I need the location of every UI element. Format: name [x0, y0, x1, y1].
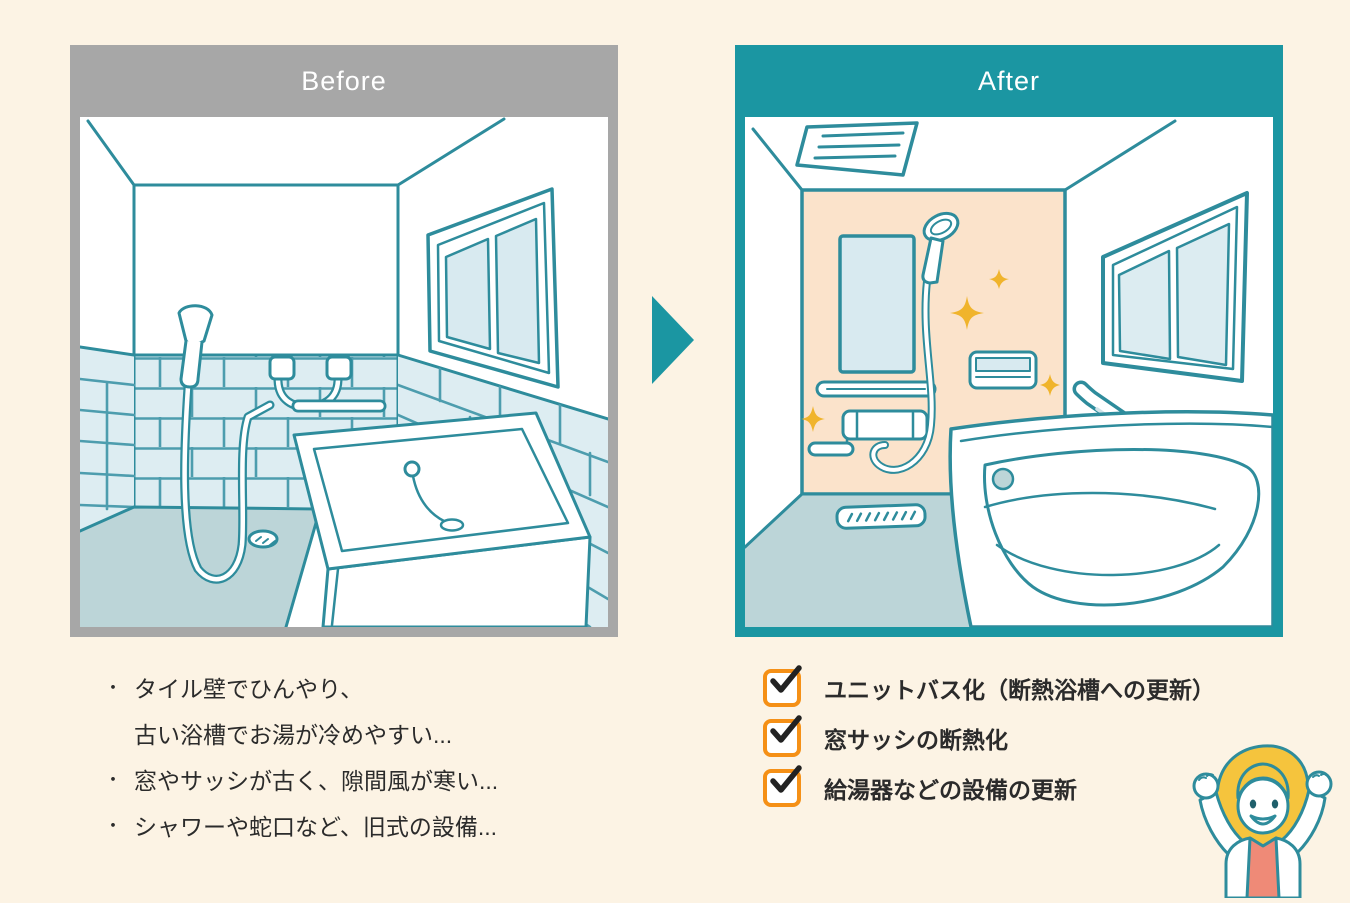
bullet-icon: ・ [104, 770, 122, 790]
new-bathtub [948, 410, 1273, 627]
old-faucet-icon [268, 355, 387, 413]
list-item: 給湯器などの設備の更新 [763, 765, 1215, 808]
inner-shirt [1245, 836, 1281, 900]
ceiling-vent-icon [795, 121, 919, 177]
issue-text: 古い浴槽でお湯が冷めやすい... [134, 722, 453, 748]
before-panel: Before [70, 45, 618, 637]
shelf [815, 380, 937, 398]
after-label: After [977, 65, 1041, 96]
before-panel-header: Before [70, 45, 618, 117]
upgrade-text: 給湯器などの設備の更新 [824, 777, 1077, 803]
issue-text: 窓やサッシが古く、隙間風が寒い... [134, 768, 499, 794]
upgrade-text: ユニットバス化（断熱浴槽への更新） [824, 677, 1215, 703]
before-issues-list: ・ タイル壁でひんやり、 ・ 古い浴槽でお湯が冷めやすい... ・ 窓やサッシが… [104, 664, 498, 848]
before-to-after-arrow-icon [652, 296, 694, 384]
new-window [1101, 191, 1249, 383]
list-item: 窓サッシの断熱化 [763, 715, 1215, 758]
old-bathroom-illustration [80, 117, 608, 627]
bullet-icon: ・ [104, 678, 122, 698]
old-window [426, 187, 560, 389]
upgrade-text: 窓サッシの断熱化 [824, 727, 1008, 753]
list-item: ・ 窓やサッシが古く、隙間風が寒い... [104, 756, 498, 802]
renovated-bathroom-illustration [745, 119, 1273, 627]
new-shower-icon [869, 211, 960, 474]
floor-drain-grate-icon [835, 503, 927, 530]
right-eye [1271, 799, 1279, 809]
mirror [838, 234, 916, 374]
checked-checkbox-icon [763, 765, 802, 807]
list-item: ・ タイル壁でひんやり、 [104, 664, 498, 710]
cheering-woman-illustration [1182, 742, 1342, 900]
before-label: Before [301, 65, 387, 96]
before-illustration [80, 117, 608, 627]
list-item: ・ シャワーや蛇口など、旧式の設備... [104, 802, 498, 848]
after-panel-header: After [735, 45, 1283, 117]
left-eye [1249, 799, 1257, 809]
sparkle-icons [801, 269, 1060, 432]
bullet-icon: ・ [104, 816, 122, 836]
old-bathtub [292, 411, 592, 627]
issue-text: シャワーや蛇口など、旧式の設備... [134, 814, 498, 840]
floor-drain-icon [247, 529, 279, 549]
list-item: ・ 古い浴槽でお湯が冷めやすい... [104, 710, 498, 756]
old-shower-icon [177, 304, 275, 584]
checked-checkbox-icon [763, 665, 802, 707]
after-illustration [745, 117, 1273, 627]
after-panel: After [735, 45, 1283, 637]
room-walls [86, 117, 506, 357]
after-upgrades-checklist: ユニットバス化（断熱浴槽への更新） 窓サッシの断熱化 給湯器などの設備の更新 [763, 665, 1215, 818]
soap-dish [968, 350, 1038, 390]
issue-text: タイル壁でひんやり、 [134, 676, 364, 702]
bangs [1236, 762, 1290, 800]
checked-checkbox-icon [763, 715, 802, 757]
list-item: ユニットバス化（断熱浴槽への更新） [763, 665, 1215, 708]
new-faucet-icon [807, 409, 929, 457]
smile [1249, 814, 1277, 826]
